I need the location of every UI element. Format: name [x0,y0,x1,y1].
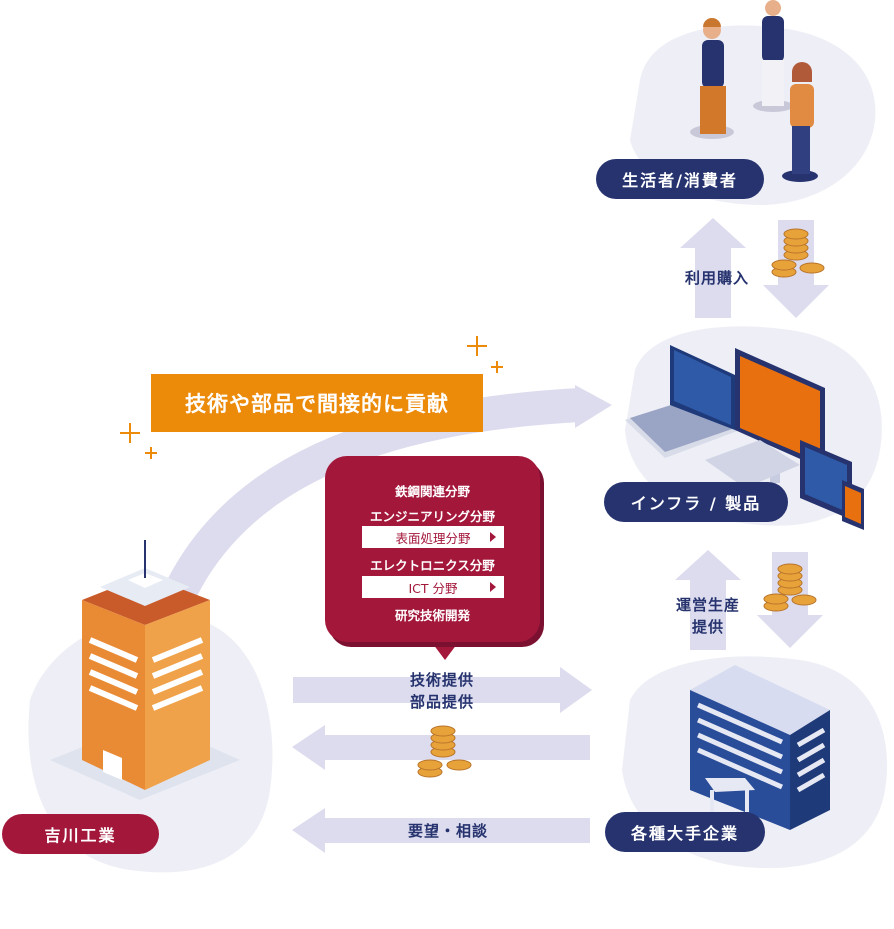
yoshikawa-building-illustration [50,540,240,800]
field-surface: 表面処理分野 [395,530,471,546]
arrow-down-production [757,552,823,648]
arrow-left-request [292,808,590,853]
field-steel: 鉄鋼関連分野 [394,484,470,499]
yoshikawa-label: 吉川工業 [2,814,159,854]
triangle-right-icon [490,582,496,592]
coin-icon [417,725,472,778]
arrow-down-use [763,220,829,318]
arrow-right-tech [293,667,592,713]
bubble-tail [430,640,460,660]
field-ict-link[interactable]: ICT 分野 [362,576,504,598]
indirect-contribution-banner: 技術や部品で間接的に貢献 [151,374,483,432]
field-electronics: エレクトロニクス分野 [370,558,495,573]
request-label: 要望・相談 [407,822,488,840]
production-label: 運営生産 提供 [666,594,750,638]
tech-line2: 部品提供 [409,693,474,711]
people-illustration [690,0,818,182]
field-surface-link[interactable]: 表面処理分野 [362,526,504,548]
makers-label: 各種大手企業 [605,812,765,852]
field-engineering: エンジニアリング分野 [369,509,495,524]
tech-line1: 技術提供 [409,671,474,689]
tech-provision-label: 技術提供 部品提供 [392,669,492,713]
computers-illustration [625,345,864,530]
indirect-contribution-arrowhead [575,385,612,428]
arrow-up-production [675,550,741,650]
use-purchase-label: 利用購入 [684,269,749,287]
sparkle-icon [120,336,503,459]
coin-icon [763,563,817,612]
field-ict: ICT 分野 [408,580,458,596]
infra-label: インフラ / 製品 [604,482,788,522]
triangle-right-icon [490,532,496,542]
arrow-up-use [680,218,746,318]
coin-icon [771,228,825,278]
production-line2: 提供 [691,618,724,636]
fields-bubble: 鉄鋼関連分野 エンジニアリング分野 表面処理分野 エレクトロニクス分野 ICT … [325,456,540,642]
field-research: 研究技術開発 [394,608,470,623]
production-line1: 運営生産 [675,596,740,614]
consumers-label: 生活者/消費者 [596,159,764,199]
makers-building-illustration [690,665,830,830]
